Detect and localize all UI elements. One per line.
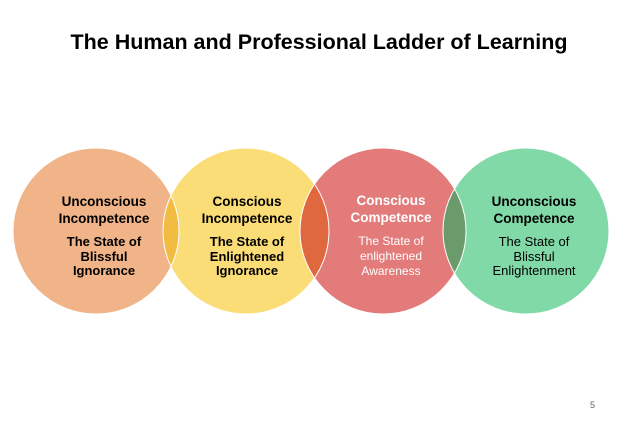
stage-heading: Unconscious Competence	[491, 194, 577, 226]
stage-description: The State of enlightened Awareness	[358, 234, 424, 278]
page-number: 5	[590, 400, 596, 410]
stage-label-unconscious-incompetence: Unconscious Incompetence The State of Bl…	[36, 193, 172, 279]
stage-heading: Unconscious Incompetence	[58, 194, 150, 226]
stage-circle-conscious-competence	[300, 148, 466, 314]
stage-description: The State of Enlightened Ignorance	[209, 234, 285, 278]
stage-circle-unconscious-competence	[443, 148, 609, 314]
stage-heading: Conscious Incompetence	[201, 194, 293, 226]
stage-label-unconscious-competence: Unconscious Competence The State of Blis…	[466, 193, 602, 279]
diagram-title: The Human and Professional Ladder of Lea…	[70, 30, 568, 54]
stage-label-conscious-incompetence: Conscious Incompetence The State of Enli…	[179, 193, 315, 279]
stage-label-conscious-competence: Conscious Competence The State of enligh…	[323, 192, 459, 279]
stage-description: The State of Blissful Ignorance	[66, 234, 142, 278]
stage-circle-conscious-incompetence	[163, 148, 329, 314]
stage-heading: Conscious Competence	[350, 193, 432, 225]
stage-description: The State of Blissful Enlightenment	[492, 234, 576, 278]
stage-circle-unconscious-incompetence	[13, 148, 179, 314]
